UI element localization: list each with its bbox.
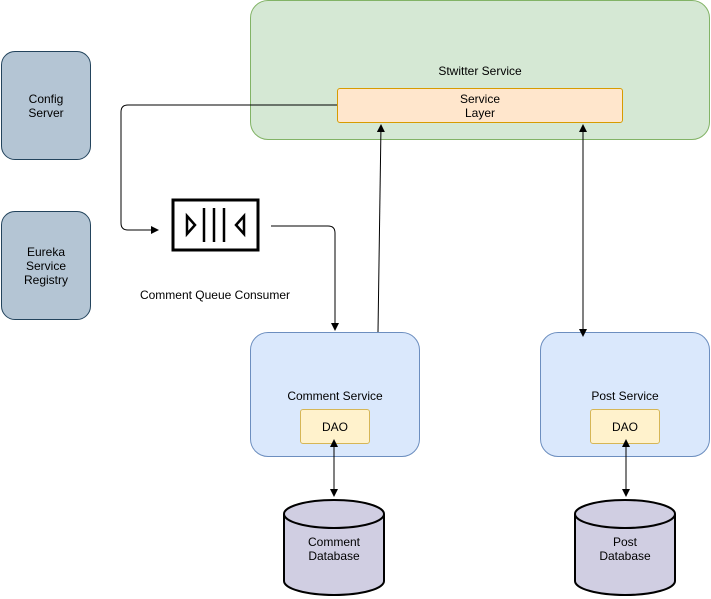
service-layer-label: Service Layer <box>459 91 500 120</box>
service-layer-node: Service Layer <box>337 88 623 123</box>
comment-dao-node: DAO <box>300 409 370 444</box>
comment-service-label: Comment Service <box>287 389 383 403</box>
comment-queue-consumer-label: Comment Queue Consumer <box>139 288 291 302</box>
comment-database-icon <box>283 499 385 596</box>
eureka-registry-node: Eureka Service Registry <box>1 211 91 320</box>
edge-service-layer-to-queue <box>120 104 337 234</box>
post-dao-label: DAO <box>611 419 638 434</box>
edge-comment-service-to-service-layer <box>376 124 385 333</box>
stwitter-service-label: Stwitter Service <box>438 64 522 78</box>
config-server-label: Config Server <box>28 91 64 120</box>
post-service-label: Post Service <box>591 389 659 403</box>
queue-icon <box>171 198 260 252</box>
eureka-registry-label: Eureka Service Registry <box>23 244 68 287</box>
post-dao-node: DAO <box>590 409 660 444</box>
comment-database-label: Comment Database <box>307 535 360 563</box>
config-server-node: Config Server <box>1 51 91 160</box>
edge-queue-to-comment-service <box>271 225 339 331</box>
post-database-label: Post Database <box>599 535 651 563</box>
comment-dao-label: DAO <box>321 419 348 434</box>
post-database-icon <box>574 499 676 596</box>
